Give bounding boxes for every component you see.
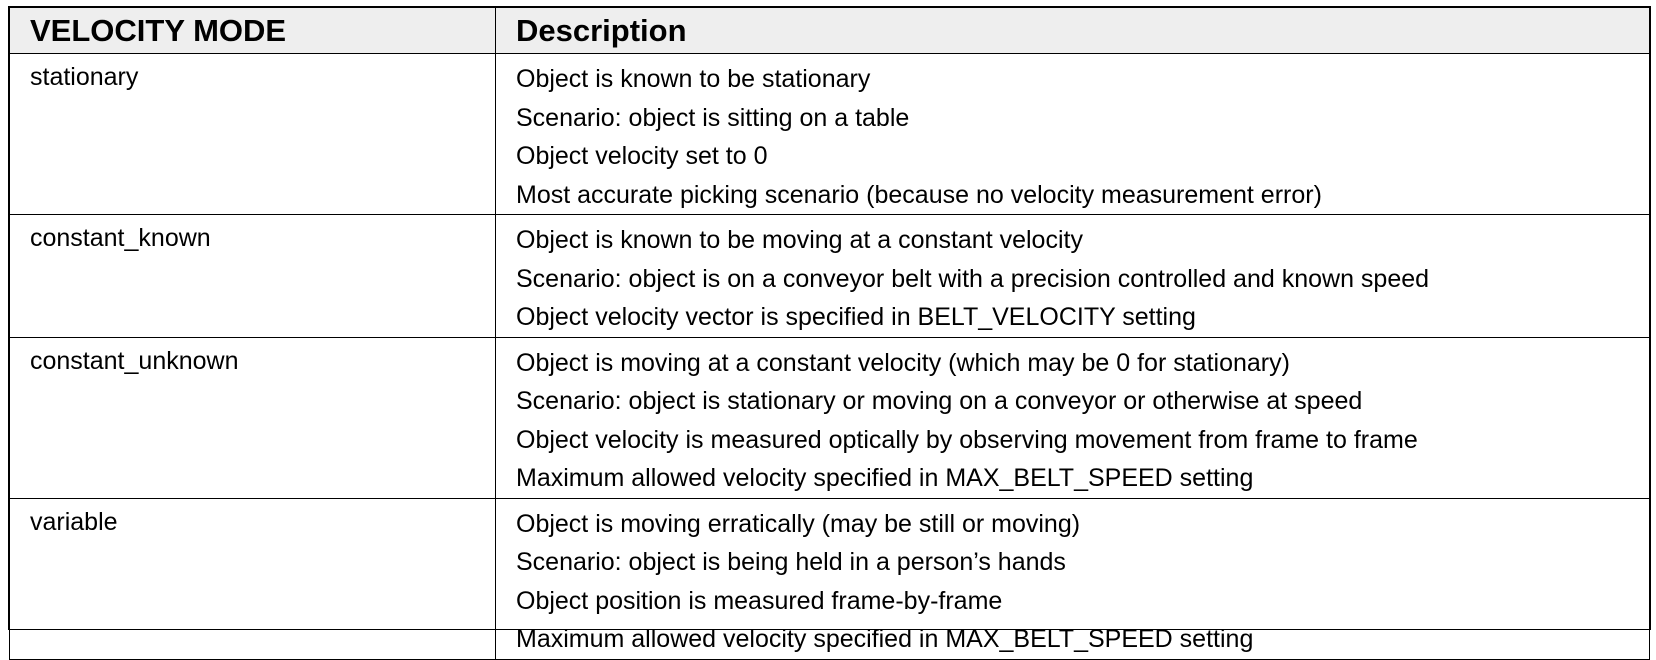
description-line: Scenario: object is being held in a pers… <box>516 548 1066 576</box>
description-cell: Object is moving erratically (may be sti… <box>495 497 1650 660</box>
description-cell: Object is known to be stationary Scenari… <box>495 53 1650 215</box>
description-line: Most accurate picking scenario (because … <box>516 180 1322 209</box>
description-line: Object is known to be stationary <box>516 65 871 93</box>
description-line: Object velocity vector is specified in B… <box>516 303 1196 331</box>
description-line: Object position is measured frame-by-fra… <box>516 586 1003 615</box>
header-description: Description <box>495 7 1650 54</box>
velocity-mode-grid: VELOCITY MODE Description stationary Obj… <box>9 7 1650 660</box>
description-line: Object is moving erratically (may be sti… <box>516 509 1081 538</box>
table-row: constant_unknown Object is moving at a c… <box>9 336 1650 499</box>
description-cell: Object is moving at a constant velocity … <box>495 336 1650 499</box>
mode-cell: variable <box>9 497 496 660</box>
description-line: Object velocity set to 0 <box>516 142 768 170</box>
header-row: VELOCITY MODE Description <box>9 7 1650 54</box>
velocity-mode-table: VELOCITY MODE Description stationary Obj… <box>8 6 1651 660</box>
description-line: Object is moving at a constant velocity … <box>516 348 1290 377</box>
description-cell: Object is known to be moving at a consta… <box>495 214 1650 338</box>
header-velocity-mode: VELOCITY MODE <box>9 7 496 54</box>
description-line: Object is known to be moving at a consta… <box>516 226 1083 254</box>
mode-cell: constant_unknown <box>9 336 496 499</box>
mode-cell: constant_known <box>9 214 496 338</box>
description-line: Maximum allowed velocity specified in MA… <box>516 625 1254 653</box>
table-row: stationary Object is known to be station… <box>9 53 1650 215</box>
description-line: Scenario: object is stationary or moving… <box>516 387 1363 415</box>
table-row: constant_known Object is known to be mov… <box>9 214 1650 338</box>
description-line: Object velocity is measured optically by… <box>516 425 1418 454</box>
mode-cell: stationary <box>9 53 496 215</box>
description-line: Scenario: object is sitting on a table <box>516 103 910 132</box>
description-line: Maximum allowed velocity specified in MA… <box>516 464 1254 492</box>
table-row: variable Object is moving erratically (m… <box>9 497 1650 660</box>
description-line: Scenario: object is on a conveyor belt w… <box>516 264 1430 293</box>
